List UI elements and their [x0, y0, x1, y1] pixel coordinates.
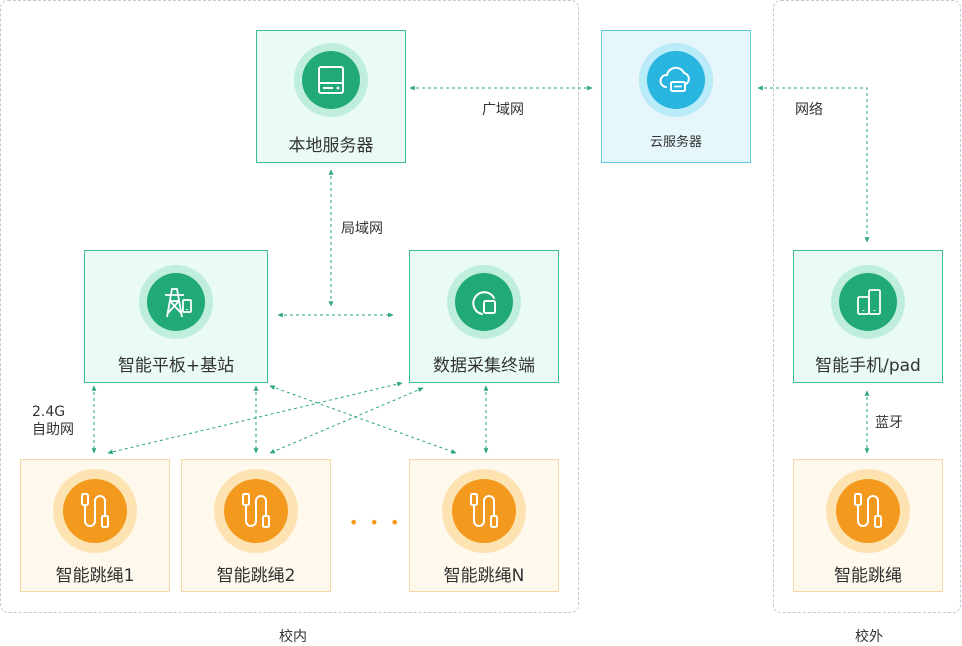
edge-label-network: 网络 [795, 102, 823, 118]
rope-home-node: 智能跳绳 [793, 459, 943, 592]
rope-1-icon-ring [53, 469, 137, 553]
local-server-icon-ring [294, 43, 368, 117]
phone-pad-label: 智能手机/pad [815, 356, 921, 376]
cloud-server-icon [647, 51, 705, 109]
phone-icon [839, 273, 897, 331]
rope-ellipsis: • • • [349, 513, 403, 532]
campus-zone-label: 校内 [279, 629, 307, 645]
tablet-base-node: 智能平板+基站 [84, 250, 268, 383]
rope-1-node: 智能跳绳1 [20, 459, 170, 592]
rope-n-node: 智能跳绳N [409, 459, 559, 592]
phone-pad-icon-ring [831, 265, 905, 339]
jump-rope-icon [63, 479, 127, 543]
cloud-server-node: 云服务器 [601, 30, 751, 163]
edge-label-wan: 广域网 [482, 102, 524, 118]
rope-n-label: 智能跳绳N [443, 566, 525, 586]
rope-2-label: 智能跳绳2 [216, 566, 296, 586]
phone-pad-node: 智能手机/pad [793, 250, 943, 383]
data-terminal-icon-ring [447, 265, 521, 339]
edge-label-adhoc-line2: 自助网 [32, 422, 74, 438]
server-icon [302, 51, 360, 109]
link-terminal-rope1 [107, 381, 403, 455]
rope-n-icon-ring [442, 469, 526, 553]
tower-icon [147, 273, 205, 331]
jump-rope-icon [224, 479, 288, 543]
edge-label-bluetooth: 蓝牙 [875, 415, 903, 431]
data-terminal-node: 数据采集终端 [409, 250, 559, 383]
jump-rope-icon [836, 479, 900, 543]
link-tablet-ropen [269, 385, 457, 454]
cloud-server-icon-ring [639, 43, 713, 117]
jump-rope-icon [452, 479, 516, 543]
rope-home-icon-ring [826, 469, 910, 553]
link-terminal-rope2 [269, 387, 424, 454]
cloud-server-label: 云服务器 [649, 135, 702, 150]
tablet-base-label: 智能平板+基站 [117, 356, 235, 376]
off-campus-zone-label: 校外 [855, 629, 883, 645]
rope-1-label: 智能跳绳1 [55, 566, 135, 586]
local-server-node: 本地服务器 [256, 30, 406, 163]
rope-home-label: 智能跳绳 [834, 566, 902, 586]
rope-2-node: 智能跳绳2 [181, 459, 331, 592]
campus-zone [0, 0, 579, 613]
terminal-icon [455, 273, 513, 331]
edge-label-adhoc-line1: 2.4G [32, 404, 66, 420]
edge-label-lan: 局域网 [341, 221, 383, 237]
local-server-label: 本地服务器 [288, 136, 374, 156]
off-campus-zone [773, 0, 961, 613]
rope-2-icon-ring [214, 469, 298, 553]
link-network [757, 85, 870, 243]
data-terminal-label: 数据采集终端 [433, 356, 535, 376]
tablet-base-icon-ring [139, 265, 213, 339]
